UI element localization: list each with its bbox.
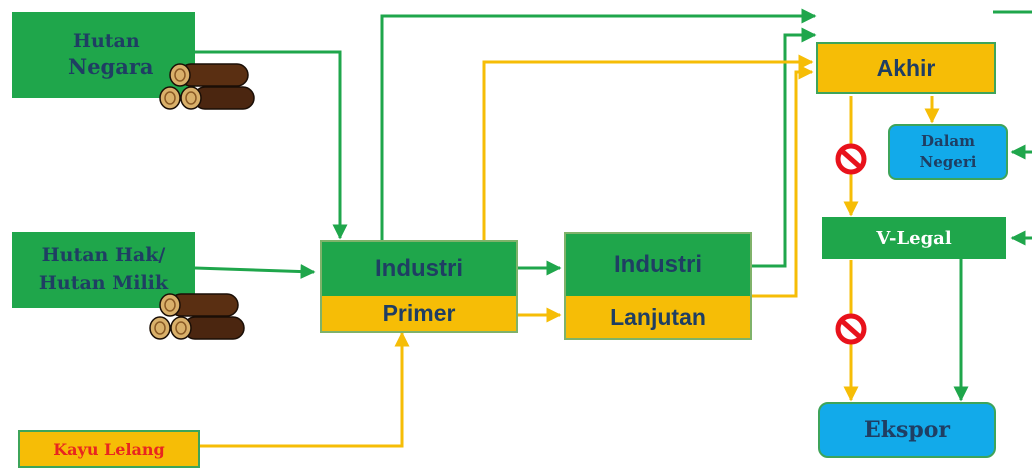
node-hutan-negara: Hutan Negara	[12, 12, 195, 98]
node-industri-lanjutan-bottom: Lanjutan	[564, 296, 752, 340]
prohibited-icon	[835, 143, 867, 175]
arrow-hutan-hak-to-primer	[194, 264, 316, 280]
node-kayu-lelang: Kayu Lelang	[18, 430, 200, 468]
node-dalam-negeri-line2: Negeri	[919, 153, 977, 171]
node-industri-lanjutan-bottom-label: Lanjutan	[610, 303, 706, 330]
node-hutan-hak-line1: Hutan Hak/	[41, 244, 166, 267]
log-pile-icon	[149, 293, 245, 340]
arrow-hutan-negara-to-primer	[195, 50, 348, 240]
node-ekspor: Ekspor	[818, 402, 996, 458]
node-v-legal-label: V-Legal	[876, 227, 952, 249]
arrow-lanjutan-to-akhir	[752, 27, 817, 268]
arrow-kayu-lelang-to-primer	[200, 331, 410, 448]
node-industri-primer-bottom: Primer	[320, 296, 518, 333]
arrow-primer-top-exit	[380, 8, 817, 240]
node-industri-lanjutan-top-label: Industri	[614, 251, 702, 278]
node-industri-primer-top-label: Industri	[375, 255, 463, 282]
node-ekspor-label: Ekspor	[863, 417, 951, 443]
log-pile-icon	[159, 63, 255, 110]
node-hutan-hak-line2: Hutan Milik	[38, 272, 169, 294]
node-dalam-negeri-line1: Dalam	[920, 132, 976, 150]
arrow-lanjutan-to-akhir-yellow	[752, 64, 814, 298]
node-industri-lanjutan-top: Industri	[564, 232, 752, 296]
node-industri-primer-top: Industri	[320, 240, 518, 296]
node-akhir: Akhir	[816, 42, 996, 94]
node-hutan-negara-line2: Negara	[68, 53, 154, 79]
prohibited-icon	[835, 313, 867, 345]
node-kayu-lelang-label: Kayu Lelang	[53, 439, 165, 459]
node-industri-primer-bottom-label: Primer	[382, 300, 456, 326]
arrow-primer-to-akhir	[482, 54, 814, 240]
node-hutan-negara-line1: Hutan	[73, 30, 140, 52]
node-v-legal: V-Legal	[822, 217, 1006, 259]
node-dalam-negeri: Dalam Negeri	[888, 124, 1008, 180]
node-akhir-label: Akhir	[876, 54, 936, 81]
